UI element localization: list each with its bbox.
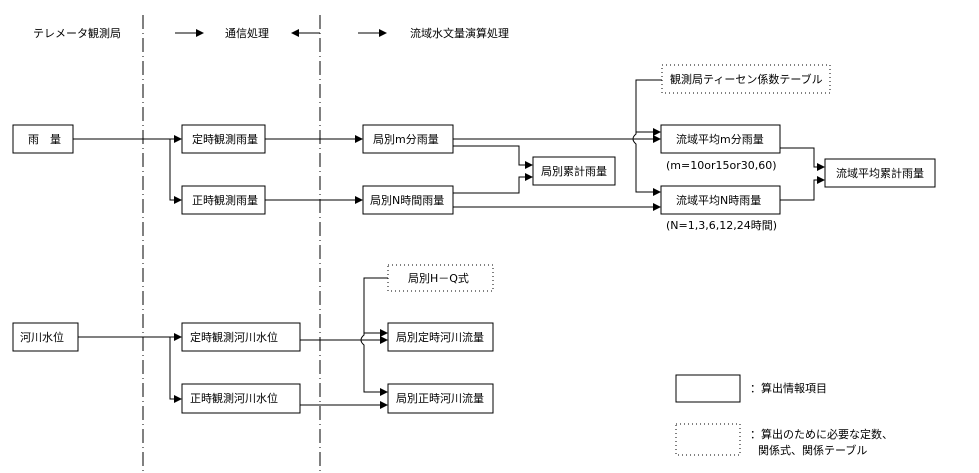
scheduled-rain-box: 定時観測雨量 — [181, 124, 266, 154]
header-communication: 通信処理 — [225, 27, 269, 40]
label: 流域平均N時雨量 — [676, 193, 761, 207]
label: 局別定時河川流量 — [396, 330, 484, 344]
river-connectors — [78, 277, 388, 409]
hourly-river-level-box: 正時観測河川水位 — [181, 383, 301, 414]
basin-cumulative-rain-box: 流域平均累計雨量 — [824, 158, 936, 188]
label: 局別累計雨量 — [541, 164, 607, 178]
river-level-source-box: 河川水位 — [12, 322, 79, 352]
legend: ：算出情報項目 ：算出のために必要な定数、 関係式、関係テーブル — [675, 374, 893, 457]
label: 局別正時河川流量 — [396, 391, 484, 405]
hq-formula-box: 局別H－Q式 — [387, 264, 494, 292]
label: 雨 量 — [28, 133, 61, 146]
label: 正時観測河川水位 — [190, 391, 278, 405]
station-m-rain-box: 局別m分雨量 — [362, 124, 454, 154]
station-n-rain-box: 局別N時間雨量 — [362, 185, 454, 215]
label: 河川水位 — [20, 330, 64, 344]
rain-connectors — [73, 79, 825, 211]
label: 正時観測雨量 — [192, 193, 258, 207]
label: 流域平均累計雨量 — [836, 166, 924, 180]
label: 観測局ティーセン係数テーブル — [670, 72, 823, 86]
legend-dotted-label-1: ：算出のために必要な定数、 — [750, 427, 893, 441]
basin-m-rain-box: 流域平均m分雨量 — [660, 124, 781, 154]
header-telemeter-station: テレメータ観測局 — [33, 26, 121, 40]
legend-dotted-swatch — [675, 423, 741, 456]
label: 局別N時間雨量 — [370, 194, 444, 207]
header-hydrology-processing: 流域水文量演算処理 — [410, 26, 509, 40]
label: 流域平均m分雨量 — [676, 132, 764, 146]
basin-n-rain-box: 流域平均N時雨量 — [660, 185, 781, 215]
basin-m-note: (m=10or15or30,60) — [666, 159, 777, 172]
scheduled-river-level-box: 定時観測河川水位 — [181, 322, 301, 352]
rain-source-box: 雨 量 — [12, 124, 74, 154]
scheduled-river-flow-box: 局別定時河川流量 — [387, 322, 494, 352]
hourly-river-flow-box: 局別正時河川流量 — [387, 383, 494, 414]
label: 局別H－Q式 — [408, 272, 469, 285]
label: 定時観測雨量 — [192, 132, 258, 146]
legend-dotted-label-2: 関係式、関係テーブル — [758, 443, 867, 457]
hourly-rain-box: 正時観測雨量 — [181, 185, 266, 215]
label: 局別m分雨量 — [373, 133, 439, 146]
station-cumulative-rain-box: 局別累計雨量 — [532, 156, 616, 186]
legend-solid-swatch — [675, 374, 741, 403]
thiessen-table-box: 観測局ティーセン係数テーブル — [661, 64, 831, 94]
label: 定時観測河川水位 — [190, 330, 278, 344]
legend-solid-label: ：算出情報項目 — [750, 381, 827, 395]
basin-n-note: (N=1,3,6,12,24時間) — [666, 219, 777, 232]
